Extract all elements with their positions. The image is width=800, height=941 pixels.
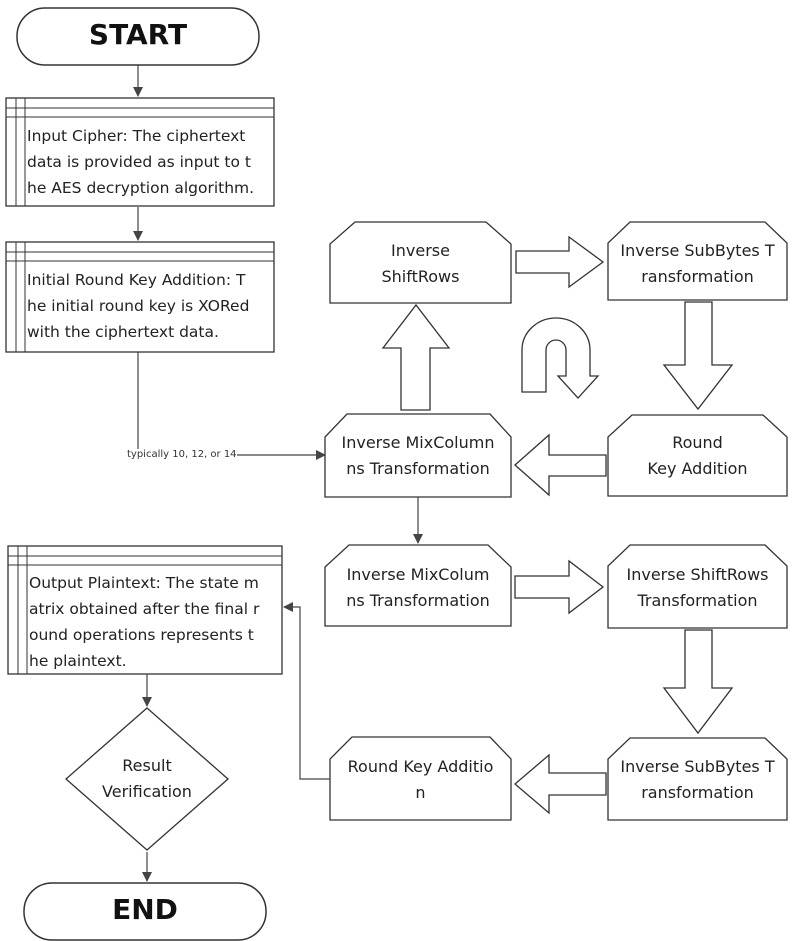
result-verification-diamond (65, 707, 229, 851)
block-arrow-right-1 (515, 235, 605, 289)
loop-inverse-shiftrows-box (329, 221, 512, 304)
loop-inverse-subbytes-label: Inverse SubBytes T ransformation (620, 241, 775, 286)
block-arrow-down-1 (662, 301, 734, 411)
initial-round-key-box (5, 241, 275, 353)
loop-inverse-subbytes-box (607, 221, 788, 301)
output-plaintext-box (7, 545, 283, 675)
end-label: END (112, 893, 178, 926)
block-arrow-right-2 (514, 559, 605, 615)
loop-inverse-shiftrows-label: Inverse ShiftRows (381, 241, 460, 286)
rounds-edge-label: typically 10, 12, or 14 (127, 449, 237, 461)
connector-final-to-output (283, 602, 330, 780)
output-plaintext-label: Output Plaintext: The state m atrix obta… (29, 574, 260, 670)
loop-inverse-mixcolumns-label: Inverse MixColumn ns Transformation (341, 433, 495, 478)
final-inverse-mixcolumns-label: Inverse MixColum ns Transformation (346, 565, 490, 610)
final-inverse-mixcolumns-box (324, 544, 512, 627)
loop-round-key-addition-label: Round Key Addition (647, 433, 748, 478)
initial-round-key-label: Initial Round Key Addition: T he initial… (27, 271, 250, 341)
block-arrow-down-2 (662, 629, 734, 735)
result-verification-label: Result Verification (102, 756, 192, 801)
u-turn-arrow (521, 317, 600, 399)
input-cipher-label: Input Cipher: The ciphertext data is pro… (27, 127, 255, 197)
final-inverse-subbytes-box (607, 737, 788, 821)
final-inverse-shiftrows-box (607, 544, 788, 629)
final-round-key-addition-box (329, 736, 512, 821)
block-arrow-left-1 (514, 433, 607, 497)
end-terminal (23, 882, 267, 941)
block-arrow-up-1 (381, 303, 451, 411)
input-cipher-box (5, 97, 275, 207)
start-label: START (88, 18, 188, 51)
connector-initial-to-mixcolumns (137, 352, 326, 460)
block-arrow-left-2 (513, 753, 607, 815)
final-inverse-shiftrows-label: Inverse ShiftRows Transformation (626, 565, 769, 610)
final-inverse-subbytes-label: Inverse SubBytes T ransformation (620, 757, 775, 802)
loop-inverse-mixcolumns-box (324, 413, 512, 498)
loop-round-key-addition-box (607, 414, 788, 497)
final-round-key-addition-label: Round Key Additio n (347, 757, 494, 802)
